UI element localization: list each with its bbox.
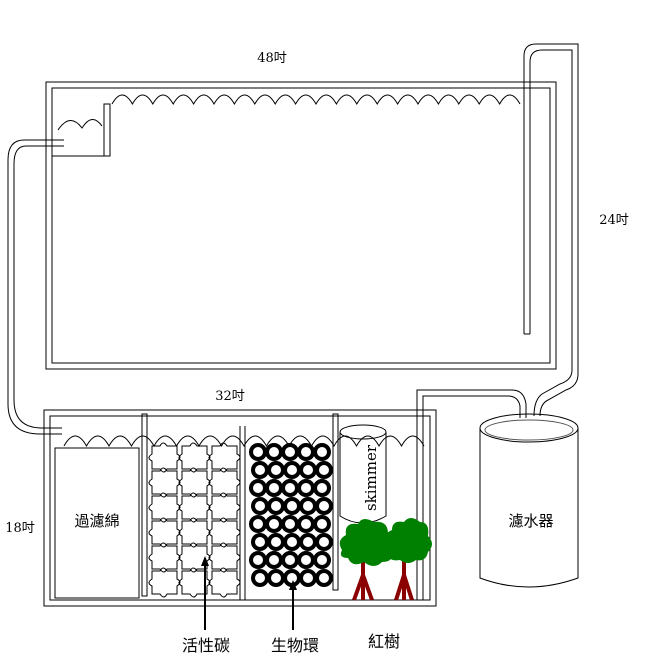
- bio-ring: [281, 443, 299, 461]
- carbon-piece: [148, 492, 181, 523]
- main-tank: [45, 81, 557, 370]
- carbon-piece: [178, 492, 211, 523]
- carbon-piece: [148, 467, 181, 498]
- bio-ring: [281, 551, 299, 569]
- bio-ring: [249, 443, 267, 461]
- filter-sponge-block: [54, 447, 140, 599]
- bio-ring: [265, 443, 283, 461]
- bio-ring: [267, 569, 285, 587]
- carbon-piece: [148, 517, 181, 548]
- bio-ring: [249, 515, 267, 533]
- bio-ring: [315, 497, 333, 515]
- main-tank-length-label: 48吋: [257, 51, 287, 66]
- water-filter-canister: [479, 413, 579, 588]
- bio-ring: [251, 497, 269, 515]
- bio-ring: [281, 515, 299, 533]
- bio-ring: [265, 551, 283, 569]
- carbon-piece: [178, 542, 211, 573]
- sump-length-label: 32吋: [215, 389, 245, 404]
- baffle-2: [239, 426, 246, 601]
- bio-ring: [267, 533, 285, 551]
- baffle-1: [141, 413, 148, 597]
- mangrove-tree-1: [339, 518, 395, 601]
- main-tank-water-surface: [111, 94, 521, 106]
- bio-ring: [299, 497, 317, 515]
- bio-ring: [283, 533, 301, 551]
- rings-pointer-arrow: [289, 580, 297, 590]
- bio-ring: [297, 443, 315, 461]
- bio-ring: [313, 515, 331, 533]
- carbon-pointer-arrow: [201, 556, 209, 566]
- bio-ring: [267, 497, 285, 515]
- bio-ring: [297, 479, 315, 497]
- carbon-piece: [178, 567, 211, 598]
- bio-ring: [313, 479, 331, 497]
- bio-ring: [297, 515, 315, 533]
- bio-ring: [299, 461, 317, 479]
- bio-ring: [265, 479, 283, 497]
- baffle-3: [332, 413, 339, 591]
- mangrove-label: 紅樹: [368, 632, 400, 651]
- carbon-piece: [208, 517, 241, 548]
- bio-ring: [299, 569, 317, 587]
- bio-ring: [283, 497, 301, 515]
- carbon-piece: [148, 442, 181, 473]
- carbon-piece: [208, 442, 241, 473]
- bio-ring: [299, 533, 317, 551]
- bio-ring: [313, 551, 331, 569]
- main-tank-height-label: 24吋: [599, 213, 629, 228]
- bio-ring: [251, 533, 269, 551]
- bio-ring: [315, 533, 333, 551]
- bio-ring: [265, 515, 283, 533]
- bio-ring: [315, 569, 333, 587]
- carbon-piece: [208, 492, 241, 523]
- skimmer-label: skimmer: [362, 444, 380, 511]
- activated-carbon-media: [148, 442, 241, 598]
- carbon-piece: [178, 517, 211, 548]
- carbon-piece: [178, 442, 211, 473]
- activated-carbon-label: 活性碳: [182, 636, 230, 655]
- water-filter-label: 濾水器: [508, 512, 553, 530]
- bio-ring: [281, 479, 299, 497]
- bio-ring: [249, 551, 267, 569]
- bio-ring: [283, 461, 301, 479]
- mangrove-tree-2: [384, 518, 432, 601]
- bio-ring: [251, 569, 269, 587]
- bio-ring: [249, 479, 267, 497]
- carbon-piece: [178, 467, 211, 498]
- sump-water-surface: [63, 435, 425, 448]
- bio-ring: [297, 551, 315, 569]
- overflow-box: [52, 103, 111, 157]
- filter-sponge-label: 過濾綿: [74, 512, 119, 530]
- overflow-drain-pipe: [7, 139, 64, 435]
- return-pipe-to-main-tank: [523, 43, 579, 417]
- sump-tank: [43, 409, 437, 607]
- bio-rings-label: 生物環: [271, 636, 319, 655]
- carbon-piece: [208, 567, 241, 598]
- bio-ring: [315, 461, 333, 479]
- bio-rings-media: [249, 443, 333, 587]
- carbon-piece: [208, 467, 241, 498]
- carbon-piece: [148, 567, 181, 598]
- sump-to-filter-pipe: [416, 389, 527, 600]
- bio-ring: [251, 461, 269, 479]
- carbon-piece: [148, 542, 181, 573]
- bio-ring: [267, 461, 285, 479]
- carbon-piece: [208, 542, 241, 573]
- bio-ring: [313, 443, 331, 461]
- sump-height-label: 18吋: [5, 521, 35, 536]
